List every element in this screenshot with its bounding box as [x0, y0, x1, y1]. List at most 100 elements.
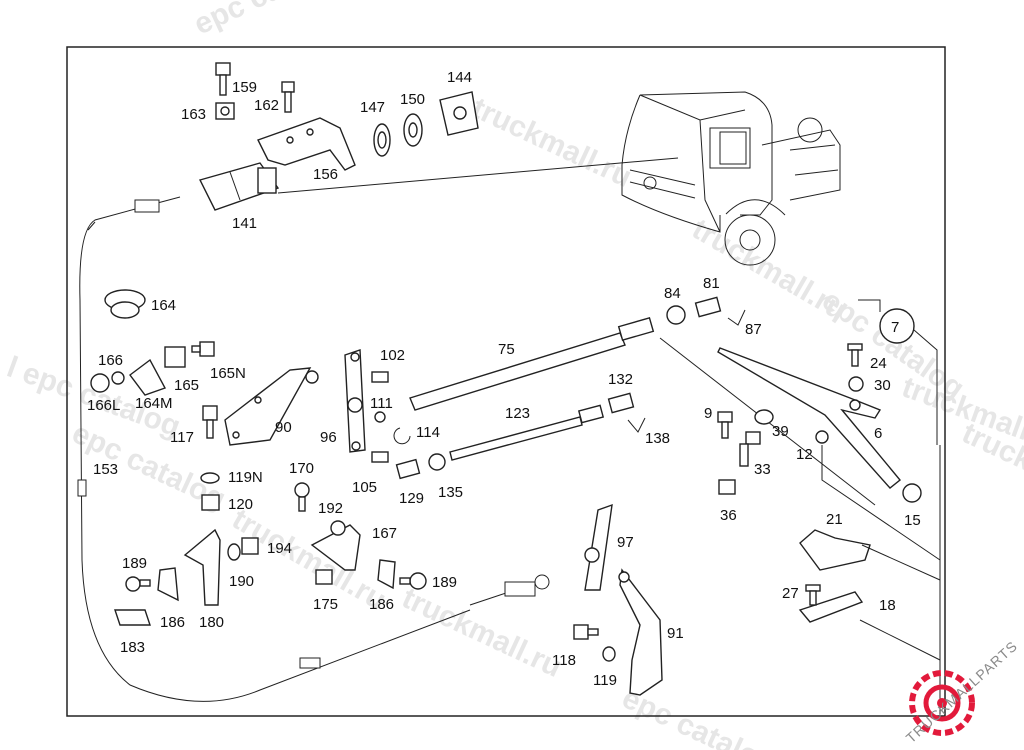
brand-wordmark: TRUCKMALLPARTS	[903, 638, 1021, 746]
watermark-text: epc catalog	[189, 0, 353, 41]
part-label-33: 33	[754, 461, 771, 478]
part-label-167: 167	[372, 525, 397, 542]
bolt-12	[815, 430, 829, 444]
part-label-12: 12	[796, 446, 813, 463]
diagram-frame	[66, 46, 946, 717]
nut-135	[428, 453, 446, 471]
part-label-119: 119	[593, 672, 617, 689]
part-label-170: 170	[289, 460, 314, 477]
part-label-75: 75	[498, 341, 515, 358]
part-label-24: 24	[870, 355, 887, 372]
part-label-192: 192	[318, 500, 343, 517]
cylinder-141	[198, 162, 280, 211]
part-label-144: 144	[447, 69, 472, 86]
part-label-120: 120	[228, 496, 253, 513]
bushing-39	[754, 409, 774, 425]
rod-123	[449, 404, 605, 461]
lever-96	[344, 349, 366, 453]
part-label-39: 39	[772, 423, 789, 440]
part-label-9: 9	[704, 405, 712, 422]
part-label-147: 147	[360, 99, 385, 116]
part-label-175: 175	[313, 596, 338, 613]
bolt-33	[739, 431, 761, 467]
lever-6	[717, 347, 901, 489]
nut-15	[902, 483, 922, 503]
part-label-186: 186	[160, 614, 185, 631]
gear-icon	[909, 670, 975, 736]
clamp-186b	[157, 567, 179, 602]
part-label-189: 189	[122, 555, 147, 572]
callout-7	[858, 299, 938, 445]
part-label-186-b: 186	[369, 596, 394, 613]
nut-175	[315, 569, 333, 585]
clip-114	[393, 427, 411, 445]
bracket-167	[310, 520, 361, 571]
part-label-164M: 164M	[135, 395, 173, 412]
part-label-119N: 119N	[228, 469, 263, 486]
part-label-111: 111	[370, 395, 393, 412]
part-label-96: 96	[320, 429, 337, 446]
part-label-194: 194	[267, 540, 292, 557]
sleeve-132	[607, 392, 635, 414]
part-label-189-b: 189	[432, 574, 457, 591]
part-label-97: 97	[617, 534, 634, 551]
part-label-27: 27	[782, 585, 799, 602]
part-label-138: 138	[645, 430, 670, 447]
part-label-123: 123	[505, 405, 530, 422]
truck-cab-illustration	[621, 91, 841, 266]
part-label-30: 30	[874, 377, 891, 394]
part-label-166L: 166L	[87, 397, 120, 414]
washer-119	[602, 646, 616, 662]
part-label-150: 150	[400, 91, 425, 108]
bolt-117	[202, 405, 218, 439]
clip-87	[727, 309, 746, 326]
cable-153	[77, 196, 550, 702]
part-label-91: 91	[667, 625, 684, 642]
part-label-105: 105	[352, 479, 377, 496]
lever-97	[584, 503, 613, 591]
rod-75	[409, 316, 655, 411]
bracket-180	[183, 528, 221, 606]
washer-111	[374, 411, 386, 423]
washer-166	[111, 371, 125, 385]
part-label-190: 190	[229, 573, 254, 590]
part-label-132: 132	[608, 371, 633, 388]
part-label-118: 118	[552, 652, 576, 669]
washer-30	[848, 376, 864, 392]
part-label-162: 162	[254, 97, 279, 114]
sleeve-81	[694, 296, 722, 318]
part-label-15: 15	[904, 512, 921, 529]
nut-36	[718, 479, 736, 495]
clip-165	[164, 346, 186, 368]
part-label-159: 159	[232, 79, 257, 96]
parts-layer	[77, 62, 941, 716]
part-label-165: 165	[174, 377, 199, 394]
grommet-164	[104, 289, 146, 319]
screw-162	[281, 81, 295, 113]
nut-120	[201, 494, 220, 511]
part-label-114: 114	[416, 424, 440, 441]
nut-194	[241, 537, 259, 555]
washer-119N	[200, 472, 220, 484]
part-label-81: 81	[703, 275, 720, 292]
part-label-129: 129	[399, 490, 424, 507]
part-label-102: 102	[380, 347, 405, 364]
part-label-164: 164	[151, 297, 176, 314]
part-label-6: 6	[874, 425, 882, 442]
part-label-7: 7	[891, 319, 899, 336]
bracket-156	[257, 117, 356, 171]
part-label-18: 18	[879, 597, 896, 614]
bushing-144	[439, 91, 479, 136]
plate-18	[798, 591, 864, 623]
part-label-163: 163	[181, 106, 206, 123]
bracket-90	[224, 367, 319, 446]
part-label-153: 153	[93, 461, 118, 478]
part-label-90: 90	[275, 419, 292, 436]
part-label-135: 135	[438, 484, 463, 501]
screw-189b	[399, 572, 427, 590]
part-label-165N: 165N	[210, 365, 246, 382]
part-label-166: 166	[98, 352, 123, 369]
clip-138	[627, 417, 646, 433]
leader-141-cab	[277, 157, 679, 194]
